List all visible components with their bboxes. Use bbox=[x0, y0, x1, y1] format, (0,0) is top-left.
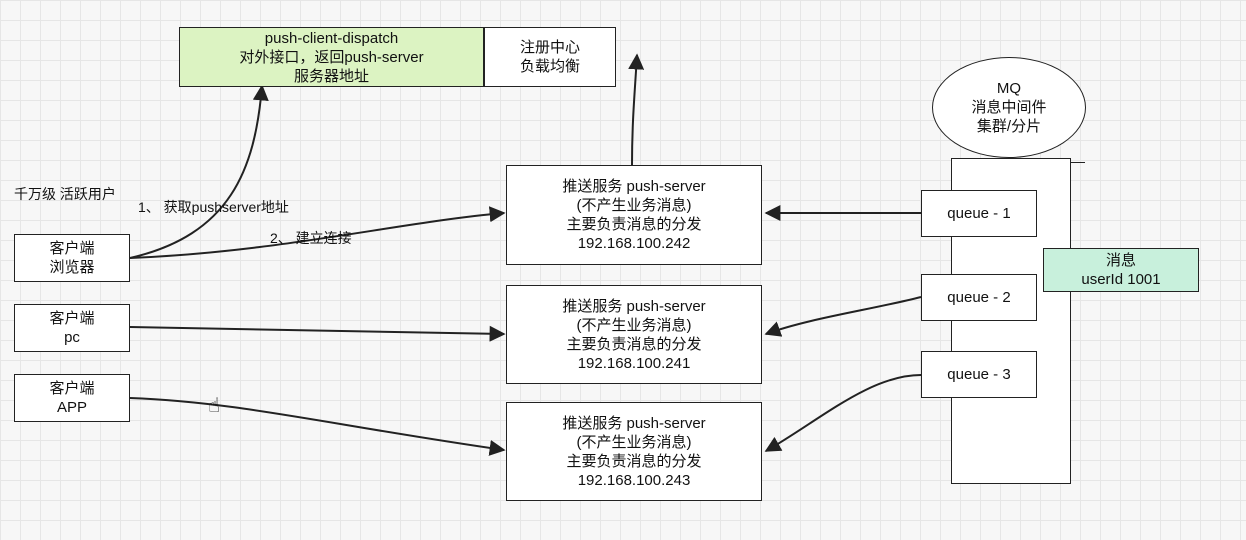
dispatch-node[interactable]: push-client-dispatch 对外接口，返回push-server … bbox=[179, 27, 484, 87]
push-server-2-node[interactable]: 推送服务 push-server (不产生业务消息) 主要负责消息的分发 192… bbox=[506, 285, 762, 384]
message-line-2: userId 1001 bbox=[1081, 271, 1161, 288]
edge-queue-2-to-server-2 bbox=[764, 296, 922, 337]
edge-queue-3-to-server-3 bbox=[764, 374, 922, 452]
edge-browser-to-server-1 bbox=[129, 206, 506, 259]
edge-app-to-server-3 bbox=[129, 397, 506, 456]
dispatch-line-2: 对外接口，返回push-server bbox=[239, 48, 424, 66]
step-2-label: 2、 建立连接 bbox=[270, 230, 352, 246]
queue-2-label: queue - 2 bbox=[947, 289, 1011, 306]
push-server-1-note: (不产生业务消息) bbox=[576, 197, 692, 214]
edge-pc-to-server-2 bbox=[129, 325, 506, 342]
push-server-3-title: 推送服务 push-server bbox=[562, 414, 706, 432]
dispatch-line-1: push-client-dispatch bbox=[264, 29, 399, 47]
client-browser-node[interactable]: 客户端 浏览器 bbox=[14, 234, 130, 282]
push-server-2-ip: 192.168.100.241 bbox=[577, 354, 691, 372]
registry-node[interactable]: 注册中心 负载均衡 bbox=[484, 27, 616, 87]
mq-node[interactable]: MQ 消息中间件 集群/分片 bbox=[932, 57, 1086, 158]
client-pc-node[interactable]: 客户端 pc bbox=[14, 304, 130, 352]
queue-3-node[interactable]: queue - 3 bbox=[921, 351, 1037, 398]
registry-line-2: 负载均衡 bbox=[519, 58, 580, 75]
client-app-node[interactable]: 客户端 APP bbox=[14, 374, 130, 422]
client-pc-line-2: pc bbox=[64, 329, 80, 346]
push-server-2-title: 推送服务 push-server bbox=[562, 297, 706, 315]
active-users-label: 千万级 活跃用户 bbox=[14, 186, 116, 202]
push-server-3-ip: 192.168.100.243 bbox=[577, 471, 691, 489]
registry-line-1: 注册中心 bbox=[519, 39, 580, 56]
push-server-3-note: (不产生业务消息) bbox=[576, 433, 692, 451]
client-app-line-1: 客户端 bbox=[49, 380, 95, 397]
mq-line-2: 消息中间件 bbox=[971, 99, 1047, 116]
queue-1-node[interactable]: queue - 1 bbox=[921, 190, 1037, 237]
mq-cluster-top-line bbox=[1071, 162, 1085, 163]
push-server-3-duty: 主要负责消息的分发 bbox=[566, 452, 702, 470]
push-server-1-node[interactable]: 推送服务 push-server (不产生业务消息) 主要负责消息的分发 192… bbox=[506, 165, 762, 265]
push-server-1-duty: 主要负责消息的分发 bbox=[566, 216, 702, 233]
push-server-2-duty: 主要负责消息的分发 bbox=[566, 335, 702, 353]
push-server-3-node[interactable]: 推送服务 push-server (不产生业务消息) 主要负责消息的分发 192… bbox=[506, 402, 762, 501]
client-browser-line-1: 客户端 bbox=[49, 240, 95, 257]
mq-line-3: 集群/分片 bbox=[976, 118, 1042, 135]
hand-cursor-icon: ☝ bbox=[208, 395, 221, 417]
edge-browser-to-dispatch bbox=[129, 84, 269, 259]
client-app-line-2: APP bbox=[56, 399, 87, 416]
mq-line-1: MQ bbox=[996, 80, 1022, 97]
push-server-2-note: (不产生业务消息) bbox=[576, 316, 692, 334]
queue-2-node[interactable]: queue - 2 bbox=[921, 274, 1037, 321]
message-line-1: 消息 bbox=[1105, 252, 1136, 269]
dispatch-line-3: 服务器地址 bbox=[293, 67, 369, 85]
push-server-1-title: 推送服务 push-server bbox=[562, 178, 706, 195]
client-pc-line-1: 客户端 bbox=[49, 310, 95, 327]
message-node[interactable]: 消息 userId 1001 bbox=[1043, 248, 1199, 292]
client-browser-line-2: 浏览器 bbox=[49, 259, 95, 276]
queue-1-label: queue - 1 bbox=[947, 205, 1011, 222]
queue-3-label: queue - 3 bbox=[947, 366, 1011, 383]
step-1-label: 1、 获取pushserver地址 bbox=[138, 199, 289, 215]
push-server-1-ip: 192.168.100.242 bbox=[577, 235, 691, 252]
edge-server-1-to-registry bbox=[628, 53, 645, 166]
